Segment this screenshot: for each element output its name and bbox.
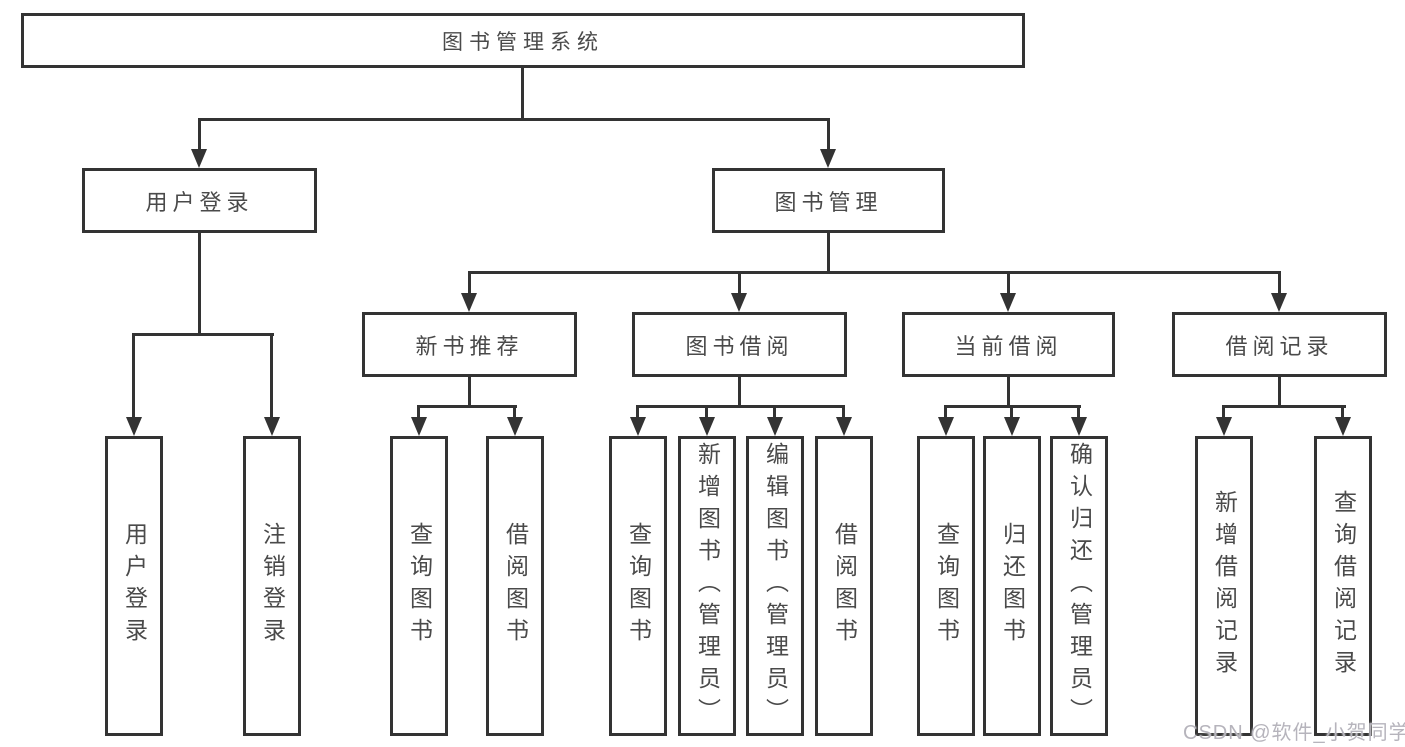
arrowhead-bb-leaf4 xyxy=(836,417,852,436)
leaf-bb-add-books-admin: 新增图书（管理员） xyxy=(678,436,736,736)
connector-bb-leaf4-stub xyxy=(842,405,845,417)
connector-bb-leaf2-stub xyxy=(705,405,708,417)
leaf-cb-return-books: 归还图书 xyxy=(983,436,1041,736)
connector-br-leaf1-stub xyxy=(1222,405,1225,417)
arrowhead-cb-leaf3 xyxy=(1071,417,1087,436)
csdn-watermark: CSDN @软件_小贺同学 xyxy=(1183,722,1405,744)
arrowhead-nb-leaf2 xyxy=(507,417,523,436)
leaf-nb-query-books-label: 查询图书 xyxy=(406,522,433,650)
leaf-cb-query-books: 查询图书 xyxy=(917,436,975,736)
connector-nb-bar xyxy=(417,405,517,408)
node-root-label: 图书管理系统 xyxy=(442,30,604,54)
connector-cb-leaf3-stub xyxy=(1077,405,1080,417)
arrowhead-bb-leaf1 xyxy=(630,417,646,436)
leaf-logout-label: 注销登录 xyxy=(259,522,286,650)
leaf-br-query-record: 查询借阅记录 xyxy=(1314,436,1372,736)
connector-user-group-stub xyxy=(198,233,201,333)
node-current-borrow-label: 当前借阅 xyxy=(954,333,1063,359)
leaf-logout: 注销登录 xyxy=(243,436,301,736)
connector-nb-stub xyxy=(468,377,471,405)
connector-bb-leaf1-stub xyxy=(636,405,639,417)
arrowhead-current-borrow xyxy=(1000,293,1016,312)
arrowhead-cb-leaf1 xyxy=(938,417,954,436)
connector-level2-bar xyxy=(198,118,830,121)
connector-user-group-bar xyxy=(132,333,274,336)
connector-bb-leaf3-stub xyxy=(773,405,776,417)
node-new-book-recommend-label: 新书推荐 xyxy=(415,333,524,359)
leaf-user-login-label: 用户登录 xyxy=(121,522,148,650)
connector-br-bar xyxy=(1222,405,1346,408)
connector-current-borrow-stub xyxy=(1007,271,1010,293)
connector-mgmt-stub xyxy=(827,233,830,271)
connector-new-books-stub xyxy=(468,271,471,293)
leaf-nb-borrow-books-label: 借阅图书 xyxy=(502,522,529,650)
node-borrow-records: 借阅记录 xyxy=(1172,312,1387,377)
leaf-cb-confirm-return-admin-label: 确认归还（管理员） xyxy=(1066,442,1093,730)
leaf-bb-borrow-books-label: 借阅图书 xyxy=(831,522,858,650)
connector-bb-stub xyxy=(738,377,741,405)
leaf-bb-edit-books-admin-label: 编辑图书（管理员） xyxy=(762,442,789,730)
connector-root-stub xyxy=(521,68,524,118)
node-new-book-recommend: 新书推荐 xyxy=(362,312,577,377)
leaf-bb-borrow-books: 借阅图书 xyxy=(815,436,873,736)
arrowhead-br-leaf2 xyxy=(1335,417,1351,436)
connector-book-borrow-stub xyxy=(738,271,741,293)
leaf-cb-confirm-return-admin: 确认归还（管理员） xyxy=(1050,436,1108,736)
connector-bb-bar xyxy=(636,405,845,408)
arrowhead-nb-leaf1 xyxy=(411,417,427,436)
node-book-borrow: 图书借阅 xyxy=(632,312,847,377)
connector-br-stub xyxy=(1278,377,1281,405)
leaf-br-query-record-label: 查询借阅记录 xyxy=(1330,490,1357,682)
leaf-bb-add-books-admin-label: 新增图书（管理员） xyxy=(694,442,721,730)
node-user-login-label: 用户登录 xyxy=(145,189,254,215)
node-book-borrow-label: 图书借阅 xyxy=(685,333,794,359)
connector-user-login-stub xyxy=(198,118,201,149)
leaf-bb-query-books-label: 查询图书 xyxy=(625,522,652,650)
node-user-login: 用户登录 xyxy=(82,168,317,233)
leaf-user-login: 用户登录 xyxy=(105,436,163,736)
arrowhead-book-borrow xyxy=(731,293,747,312)
arrowhead-book-management xyxy=(820,149,836,168)
arrowhead-new-books xyxy=(461,293,477,312)
leaf-bb-edit-books-admin: 编辑图书（管理员） xyxy=(746,436,804,736)
connector-nb-leaf2-stub xyxy=(513,405,516,417)
connector-cb-leaf2-stub xyxy=(1010,405,1013,417)
leaf-cb-query-books-label: 查询图书 xyxy=(933,522,960,650)
connector-leaf-user-login-stub xyxy=(132,333,135,417)
leaf-nb-query-books: 查询图书 xyxy=(390,436,448,736)
connector-book-management-stub xyxy=(827,118,830,149)
node-borrow-records-label: 借阅记录 xyxy=(1225,333,1334,359)
node-book-management: 图书管理 xyxy=(712,168,945,233)
arrowhead-cb-leaf2 xyxy=(1004,417,1020,436)
arrowhead-bb-leaf2 xyxy=(699,417,715,436)
connector-level3-bar xyxy=(468,271,1281,274)
connector-nb-leaf1-stub xyxy=(417,405,420,417)
arrowhead-bb-leaf3 xyxy=(767,417,783,436)
leaf-nb-borrow-books: 借阅图书 xyxy=(486,436,544,736)
arrowhead-br-leaf1 xyxy=(1216,417,1232,436)
node-current-borrow: 当前借阅 xyxy=(902,312,1115,377)
connector-borrow-records-stub xyxy=(1278,271,1281,293)
node-book-management-label: 图书管理 xyxy=(774,189,883,215)
arrowhead-borrow-records xyxy=(1271,293,1287,312)
arrowhead-user-login xyxy=(191,149,207,168)
node-root: 图书管理系统 xyxy=(21,13,1025,68)
connector-cb-leaf1-stub xyxy=(944,405,947,417)
arrowhead-leaf-logout xyxy=(264,417,280,436)
leaf-br-add-record-label: 新增借阅记录 xyxy=(1211,490,1238,682)
leaf-cb-return-books-label: 归还图书 xyxy=(999,522,1026,650)
connector-br-leaf2-stub xyxy=(1341,405,1344,417)
leaf-bb-query-books: 查询图书 xyxy=(609,436,667,736)
leaf-br-add-record: 新增借阅记录 xyxy=(1195,436,1253,736)
connector-cb-stub xyxy=(1007,377,1010,405)
arrowhead-leaf-user-login xyxy=(126,417,142,436)
connector-leaf-logout-stub xyxy=(270,333,273,417)
